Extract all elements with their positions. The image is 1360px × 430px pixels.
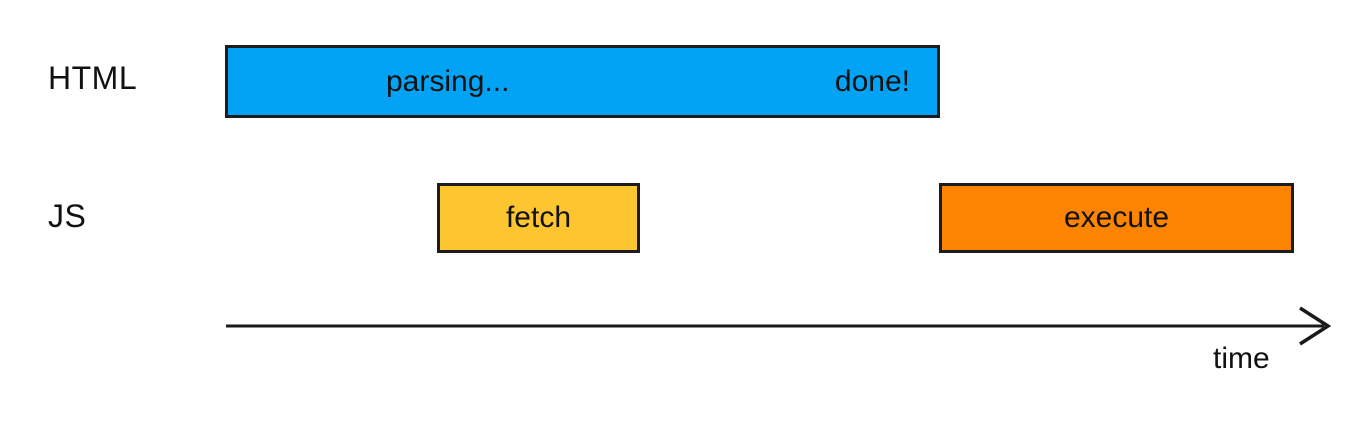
html-parsing-bar: parsing... done! bbox=[225, 45, 940, 118]
time-axis-arrow bbox=[226, 306, 1332, 346]
js-execute-bar: execute bbox=[939, 183, 1294, 253]
time-axis-label: time bbox=[1213, 342, 1270, 375]
parsing-done-text: done! bbox=[834, 64, 910, 98]
fetch-bar-label: fetch bbox=[505, 201, 572, 234]
parsing-progress-text: parsing... bbox=[386, 64, 510, 98]
arrowhead-icon bbox=[1299, 306, 1332, 346]
execute-bar-label: execute bbox=[1063, 201, 1170, 234]
js-fetch-bar: fetch bbox=[437, 183, 640, 253]
html-row-label: HTML bbox=[48, 60, 138, 96]
js-row-label: JS bbox=[48, 198, 87, 234]
